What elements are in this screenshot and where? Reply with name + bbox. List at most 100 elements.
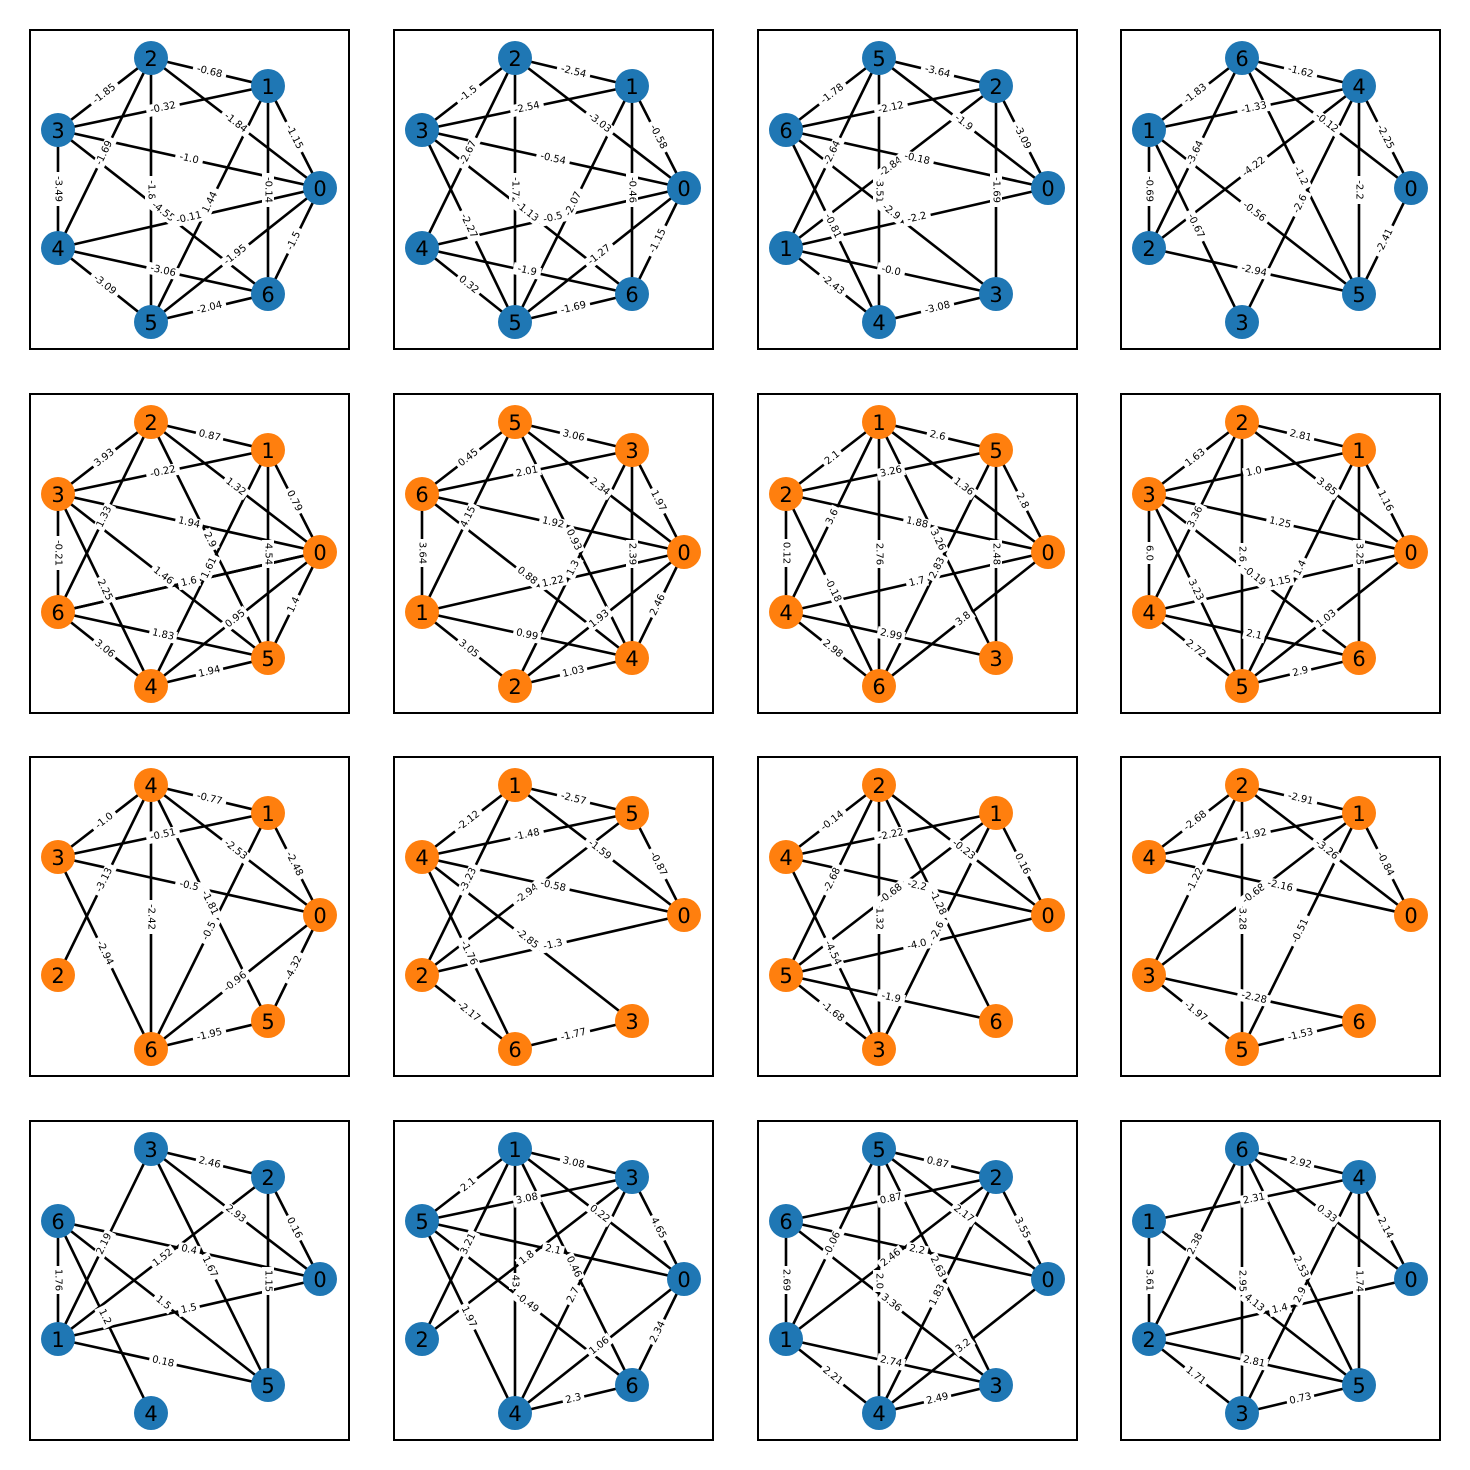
node-label: 0 <box>1041 541 1054 565</box>
edge-labels: 3.060.452.344.150.932.011.972.391.33.641… <box>416 426 670 682</box>
graph-node <box>303 1262 337 1296</box>
graph-node <box>862 1132 896 1166</box>
graph-node <box>303 535 337 569</box>
edge-weight-label: 1.15 <box>1268 574 1292 590</box>
edge-weight-label: -3.51 <box>874 177 885 203</box>
node-label: 5 <box>1352 283 1365 307</box>
graph-node <box>134 768 168 802</box>
graph-node <box>498 669 532 703</box>
node-label: 6 <box>625 283 638 307</box>
node-label: 6 <box>508 1038 521 1062</box>
panel-frame <box>757 756 1078 1077</box>
edge-labels: -2.54-1.5-3.03-2.67-1.72-2.54-0.58-0.46-… <box>453 62 672 318</box>
node-label: 4 <box>51 237 64 261</box>
node-label: 4 <box>872 311 885 335</box>
graph-node <box>1342 796 1376 830</box>
edge-weight-label: 2.49 <box>925 1391 949 1407</box>
node-label: 3 <box>51 483 64 507</box>
graph-node <box>251 1160 285 1194</box>
node-label: 0 <box>1404 541 1417 565</box>
graph-node <box>667 1262 701 1296</box>
edge-weight-label: 1.74 <box>1354 1270 1365 1292</box>
edge-weight-label: 2.81 <box>1242 1354 1266 1370</box>
edge-weight-label: -0.18 <box>903 151 931 167</box>
edge-weight-label: -0.0 <box>880 264 901 279</box>
node-label: 0 <box>1041 1268 1054 1292</box>
edge-weight-label: -2.12 <box>877 100 905 116</box>
graph-node <box>769 231 803 265</box>
graph-node <box>1132 231 1166 265</box>
node-label: 6 <box>779 1210 792 1234</box>
graph-node <box>979 1160 1013 1194</box>
node-label: 4 <box>779 846 792 870</box>
graph-panel-3: -1.62-1.83-0.12-3.64-1.2-1.33-2.25-4.22-… <box>1120 29 1441 350</box>
node-label: 3 <box>872 1038 885 1062</box>
node-label: 0 <box>1404 177 1417 201</box>
edge-weight-label: 2.0 <box>874 1273 885 1289</box>
edge-weight-label: -0.58 <box>539 878 567 894</box>
node-label: 1 <box>261 439 274 463</box>
graph-node <box>979 277 1013 311</box>
graph-node <box>405 477 439 511</box>
graph-panel-13: 3.082.10.223.210.46433.084.652.72.1-0.49… <box>393 1120 714 1441</box>
node-label: 0 <box>677 177 690 201</box>
edge-weight-label: -0.21 <box>53 540 64 566</box>
graph-node <box>251 69 285 103</box>
node-label: 4 <box>144 774 157 798</box>
node-label: 3 <box>625 439 638 463</box>
graph-node <box>251 277 285 311</box>
node-label: 6 <box>1352 1010 1365 1034</box>
edge-labels: 0.872.17-0.062.632.00.873.552.461.832.69… <box>780 1153 1034 1409</box>
node-label: 2 <box>872 774 885 798</box>
node-label: 1 <box>1142 1210 1155 1234</box>
node-label: 0 <box>313 904 326 928</box>
graph-panel-6: 2.62.11.363.62.763.263.262.82.482.830.12… <box>757 393 1078 714</box>
node-label: 6 <box>144 1038 157 1062</box>
edge-weight-label: -1.69 <box>991 177 1002 203</box>
node-label: 3 <box>1142 964 1155 988</box>
graph-node <box>1225 41 1259 75</box>
graph-node <box>405 231 439 265</box>
graph-node <box>1225 405 1259 439</box>
graph-node <box>405 1204 439 1238</box>
edge-weight-label: 1.03 <box>561 664 585 680</box>
node-label: 4 <box>415 846 428 870</box>
edge-weight-label: 2.81 <box>1288 428 1312 444</box>
graph-node <box>41 595 75 629</box>
node-label: 0 <box>677 904 690 928</box>
node-label: 2 <box>51 964 64 988</box>
node-label: 1 <box>625 75 638 99</box>
graph-node <box>41 113 75 147</box>
edge-weight-label: 1.5 <box>180 1302 198 1316</box>
graph-node <box>41 1322 75 1356</box>
graph-node <box>615 69 649 103</box>
edge-weight-label: -1.0 <box>178 152 199 167</box>
graph-node <box>615 641 649 675</box>
node-label: 5 <box>872 1138 885 1162</box>
panel-frame <box>29 393 350 714</box>
edge-weight-label: 2.92 <box>1288 1155 1312 1171</box>
graph-node <box>667 898 701 932</box>
node-label: 2 <box>989 1166 1002 1190</box>
panel-frame <box>29 756 350 1077</box>
graph-node <box>41 1204 75 1238</box>
node-label: 3 <box>989 283 1002 307</box>
edge-weight-label: 3.25 <box>1354 543 1365 565</box>
node-label: 4 <box>508 1402 521 1426</box>
graph-node <box>667 171 701 205</box>
graph-node <box>498 41 532 75</box>
node-label: 1 <box>1142 119 1155 143</box>
node-label: 4 <box>779 601 792 625</box>
edge-weight-label: 2.6 <box>928 429 946 443</box>
graph-node <box>1132 477 1166 511</box>
node-label: 4 <box>1142 846 1155 870</box>
graph-node <box>1394 535 1428 569</box>
node-label: 2 <box>415 1328 428 1352</box>
graph-node <box>41 958 75 992</box>
node-label: 0 <box>313 541 326 565</box>
edge-weight-label: -3.49 <box>53 176 64 202</box>
graph-node <box>615 277 649 311</box>
